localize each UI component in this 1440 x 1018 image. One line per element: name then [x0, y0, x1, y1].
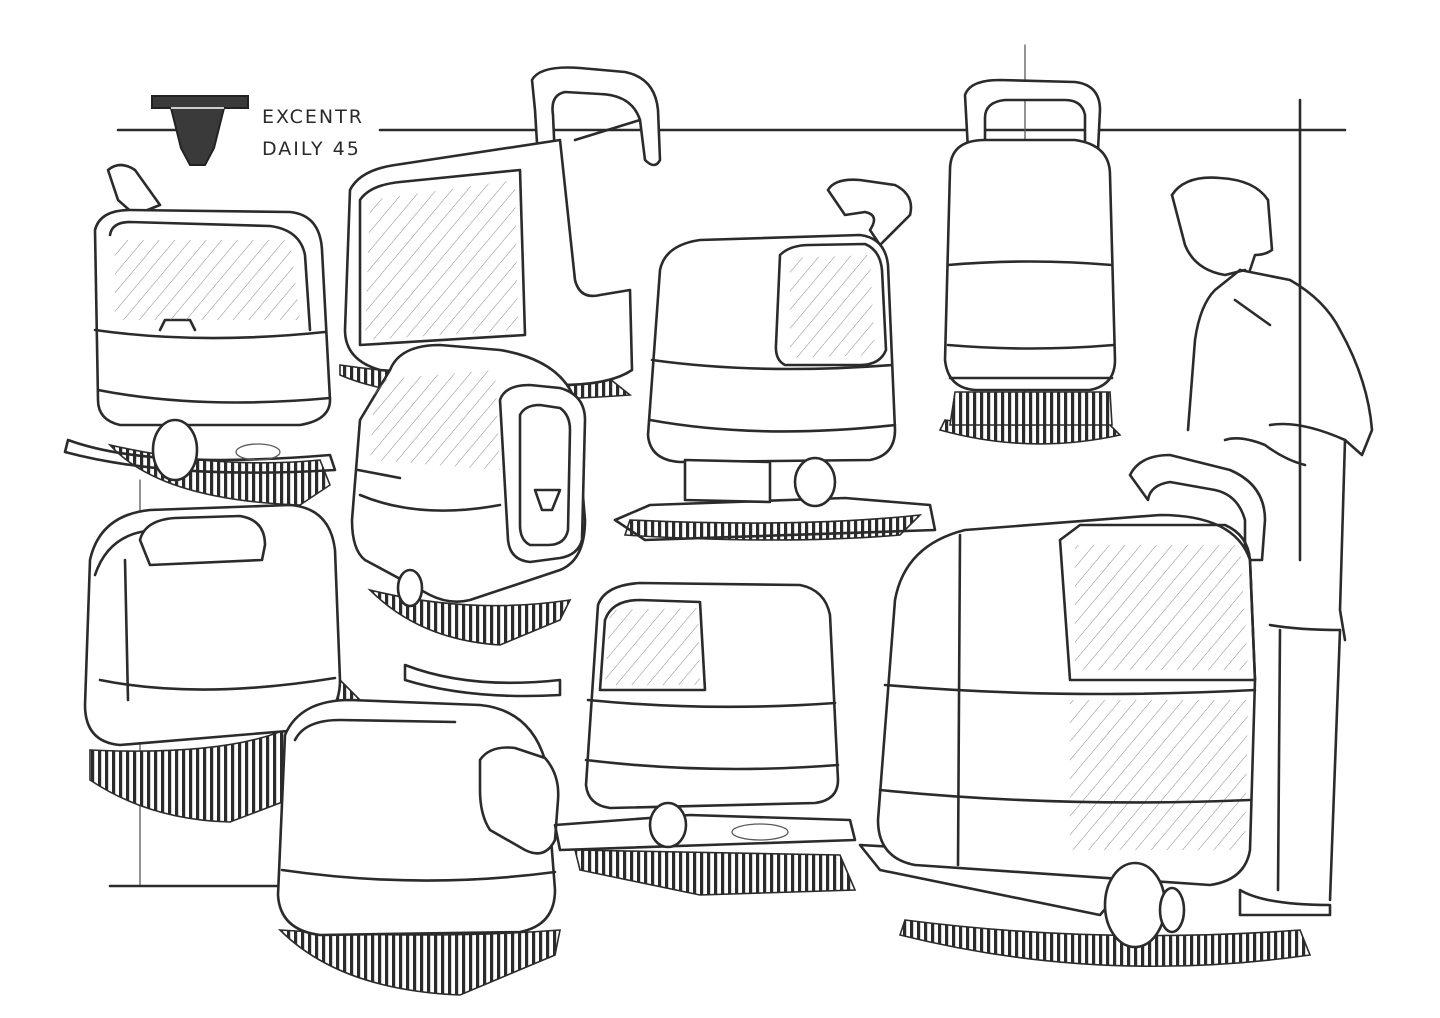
brand-name-line2: DAILY 45 [262, 138, 361, 160]
machine-sketch-4 [613, 178, 937, 542]
machine-sketch-8 [553, 581, 857, 896]
operator-figure [1170, 176, 1374, 917]
machine-sketch-3 [350, 343, 587, 698]
brand-name-line1: EXCENTR [262, 106, 364, 128]
machine-sketch-7 [276, 698, 561, 996]
machine-sketch-5 [938, 78, 1122, 445]
machine-sketch-1 [63, 163, 337, 506]
machine-sketch-2 [339, 66, 662, 401]
machine-sketch-9 [858, 453, 1312, 968]
t-shaped-logo-icon [151, 95, 249, 166]
